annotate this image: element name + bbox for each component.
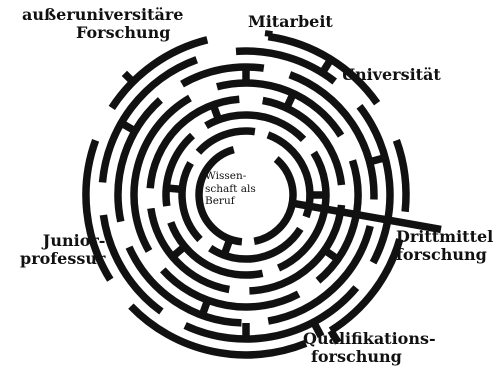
- label-drittmittel-line-1: Drittmittel-: [396, 227, 493, 246]
- label-universitaet: Universität: [341, 66, 441, 84]
- label-drittmittel-line-2: forschung: [396, 245, 487, 264]
- center-line-2: schaft als: [205, 182, 256, 195]
- maze-wall-r0-b: [392, 139, 410, 213]
- label-ausseruniversitaere-forschung: außeruniversitäre Forschung: [22, 6, 183, 42]
- maze-wall-r6-d: [195, 127, 256, 155]
- maze-wall-r2-e: [180, 63, 265, 88]
- label-qualifikation-line-1: Qualifikations-: [303, 329, 436, 348]
- maze-spoke-7: [322, 247, 340, 263]
- maze-wall-r6-b: [208, 226, 304, 263]
- label-mitarbeit: Mitarbeit: [248, 13, 333, 31]
- maze-wall-r2-a: [288, 71, 378, 200]
- maze-wall-r5-c: [167, 221, 264, 279]
- center-line-1: Wissen-: [205, 170, 247, 182]
- label-universitaet-line-1: Universität: [341, 65, 441, 84]
- maze-exit-ausseruni: [121, 70, 136, 85]
- maze-spoke-11: [165, 184, 183, 194]
- maze-wall-r4-d: [146, 95, 240, 189]
- maze-spoke-8: [170, 243, 188, 260]
- maze-spoke-2: [368, 154, 387, 166]
- label-ausseruni-line-2: Forschung: [76, 23, 171, 42]
- label-ausseruni-line-1: außeruniversitäre: [22, 5, 184, 24]
- maze-spoke-4: [198, 298, 212, 317]
- maze-wall-r1-d: [99, 214, 164, 315]
- maze-wall-r4-a: [262, 96, 346, 186]
- center-line-3: Beruf: [205, 195, 235, 207]
- maze-wall-r3-d: [130, 94, 192, 253]
- maze-wall-r3-b: [315, 159, 362, 284]
- maze-wall-r0-d: [128, 303, 308, 359]
- maze-wall-r1-b: [356, 103, 394, 265]
- maze-wall-r7-b: [195, 145, 243, 246]
- maze-wall-r3-c: [160, 267, 301, 311]
- maze-spoke-12: [220, 237, 234, 257]
- maze-wall-r1-e: [98, 56, 198, 183]
- label-qualifikationsforschung: Qualifikations- forschung: [303, 330, 436, 366]
- maze-spoke-1: [319, 57, 334, 75]
- maze-wall-r1-a: [235, 47, 338, 85]
- maze-wall-r5-d: [162, 132, 196, 207]
- label-drittmittelforschung: Drittmittel- forschung: [396, 228, 493, 264]
- maze-wall-r3-a: [216, 79, 345, 138]
- maze-wall-r4-b: [249, 204, 346, 295]
- maze-wall-r2-d: [114, 97, 163, 223]
- maze-wall-r0-e: [82, 139, 114, 282]
- maze-wall-r2-b: [267, 225, 374, 325]
- maze-exit-mitarbeit: [264, 30, 273, 38]
- maze-spoke-3: [310, 320, 325, 339]
- maze-wall-r6-c: [178, 161, 203, 243]
- maze-wall-r5-a: [204, 111, 307, 143]
- label-juniorprofessur: Junior- professur: [20, 232, 105, 268]
- maze-wall-r7-a: [253, 156, 297, 245]
- label-junior-line-1: Junior-: [42, 231, 106, 250]
- maze-wall-r0-f: [108, 36, 209, 110]
- maze-wall-r4-c: [147, 207, 230, 294]
- label-junior-line-2: professur: [20, 249, 106, 268]
- label-qualifikation-line-2: forschung: [311, 347, 402, 366]
- maze-wall-r2-c: [125, 245, 242, 327]
- maze-wall-r5-b: [276, 150, 330, 272]
- maze-exit-drittmittel: [291, 199, 442, 234]
- maze-wall-r0-c: [328, 238, 404, 334]
- maze-spoke-9: [209, 103, 223, 122]
- maze-exit-qualifikation: [327, 328, 342, 345]
- maze-spoke-6: [283, 91, 297, 110]
- maze-spoke-5: [119, 119, 137, 135]
- maze-wall-r1-c: [183, 285, 360, 343]
- label-mitarbeit-line-1: Mitarbeit: [248, 12, 333, 31]
- center-label: Wissen- schaft als Beruf: [205, 170, 265, 208]
